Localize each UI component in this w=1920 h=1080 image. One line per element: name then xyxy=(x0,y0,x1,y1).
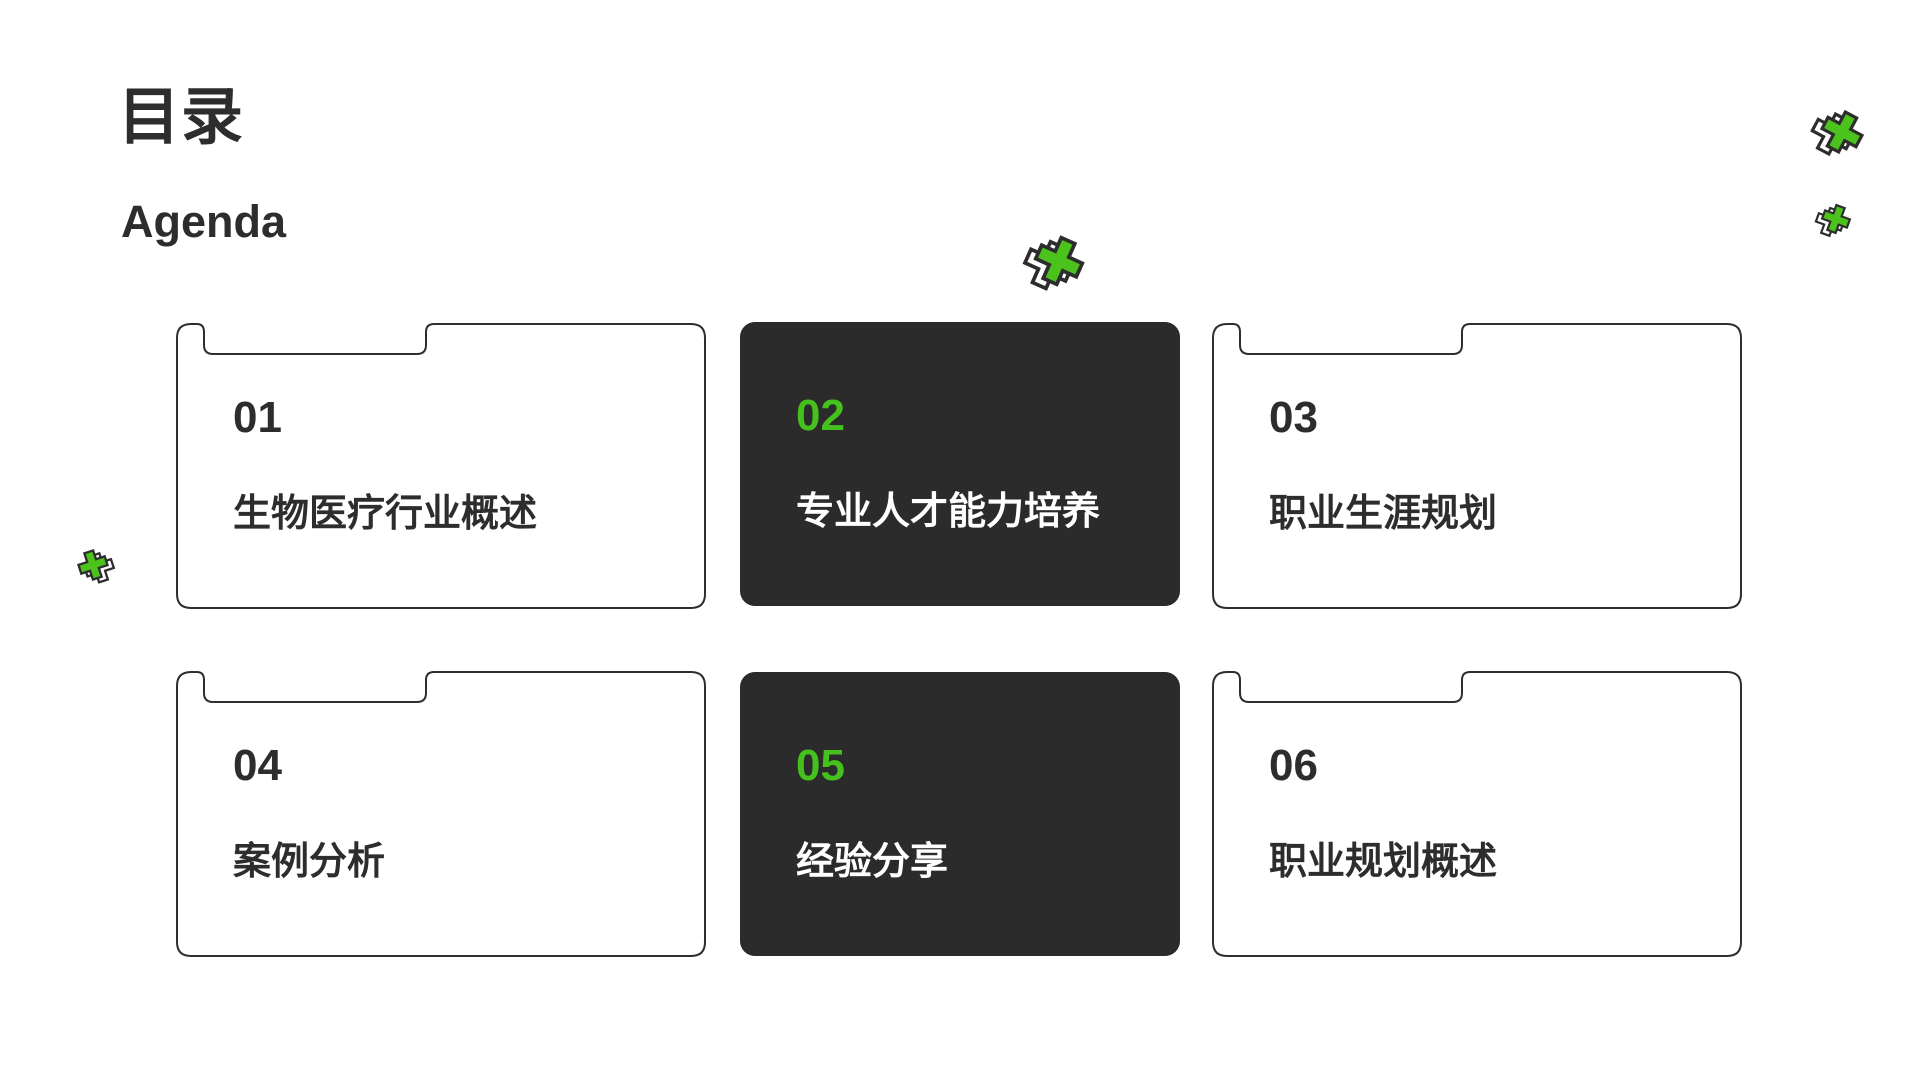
card-label: 专业人才能力培养 xyxy=(796,491,1101,533)
agenda-card-05: 05 经验分享 xyxy=(740,672,1180,956)
page-title: 目录 xyxy=(118,83,245,152)
card-number: 01 xyxy=(233,393,282,442)
card-number: 02 xyxy=(796,391,845,440)
card-label: 经验分享 xyxy=(796,841,949,883)
notched-card-outline xyxy=(176,323,706,609)
page-subtitle: Agenda xyxy=(121,196,287,247)
card-number: 03 xyxy=(1269,393,1318,442)
notched-card-outline xyxy=(1212,671,1742,957)
card-number: 06 xyxy=(1269,741,1318,790)
agenda-card-02: 02 专业人才能力培养 xyxy=(740,322,1180,606)
card-number: 05 xyxy=(796,741,845,790)
cross-icon xyxy=(1022,235,1085,291)
notched-card-outline xyxy=(1212,323,1742,609)
agenda-card-01: 01 生物医疗行业概述 xyxy=(176,323,706,609)
agenda-card-03: 03 职业生涯规划 xyxy=(1212,323,1742,609)
cross-icon xyxy=(77,549,116,584)
cross-icon xyxy=(1814,203,1852,238)
notched-card-outline xyxy=(176,671,706,957)
card-number: 04 xyxy=(233,741,282,790)
card-label: 生物医疗行业概述 xyxy=(233,493,538,535)
card-label: 案例分析 xyxy=(233,841,386,883)
cross-icon xyxy=(1810,109,1865,157)
agenda-card-04: 04 案例分析 xyxy=(176,671,706,957)
agenda-card-06: 06 职业规划概述 xyxy=(1212,671,1742,957)
card-label: 职业规划概述 xyxy=(1269,841,1498,883)
card-label: 职业生涯规划 xyxy=(1269,493,1498,535)
